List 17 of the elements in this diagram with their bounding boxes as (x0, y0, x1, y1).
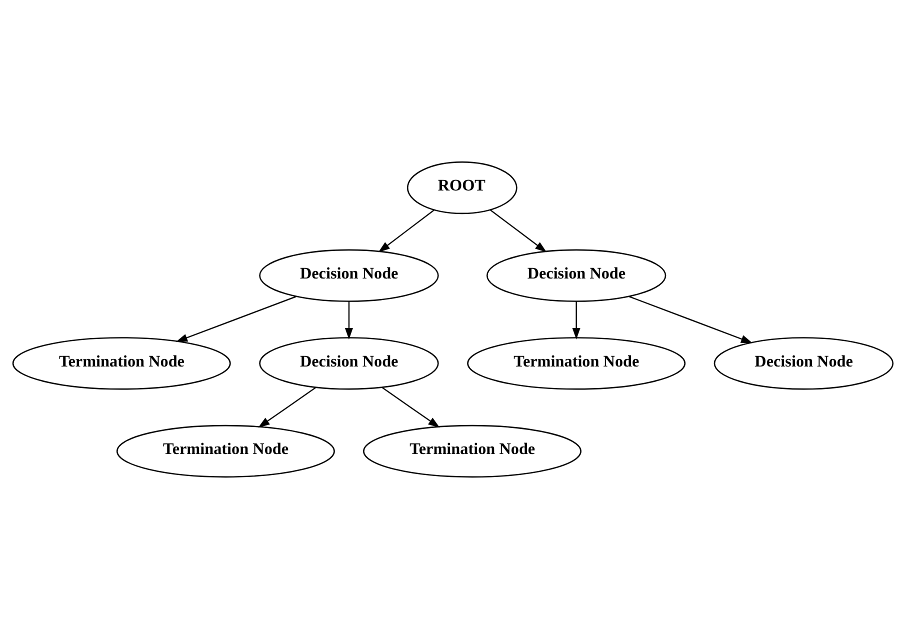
arrow (344, 300, 353, 339)
node-ellipse: Termination Node (467, 336, 686, 390)
arrow (382, 386, 440, 428)
node-ellipse: Termination Node (12, 336, 231, 390)
node-ellipse: Decision Node (259, 336, 439, 390)
node-ellipse: Decision Node (259, 248, 439, 302)
arrow (572, 300, 580, 339)
node-ellipse: Decision Node (486, 248, 666, 302)
node-ellipse: ROOT (406, 160, 518, 214)
arrow (378, 209, 435, 252)
arrow (490, 209, 547, 252)
node-ellipse: Termination Node (116, 424, 335, 478)
arrow (176, 295, 296, 342)
node-ellipse: Decision Node (714, 336, 894, 390)
node-ellipse: Termination Node (363, 424, 582, 478)
arrow (628, 295, 753, 343)
arrow (258, 386, 316, 428)
